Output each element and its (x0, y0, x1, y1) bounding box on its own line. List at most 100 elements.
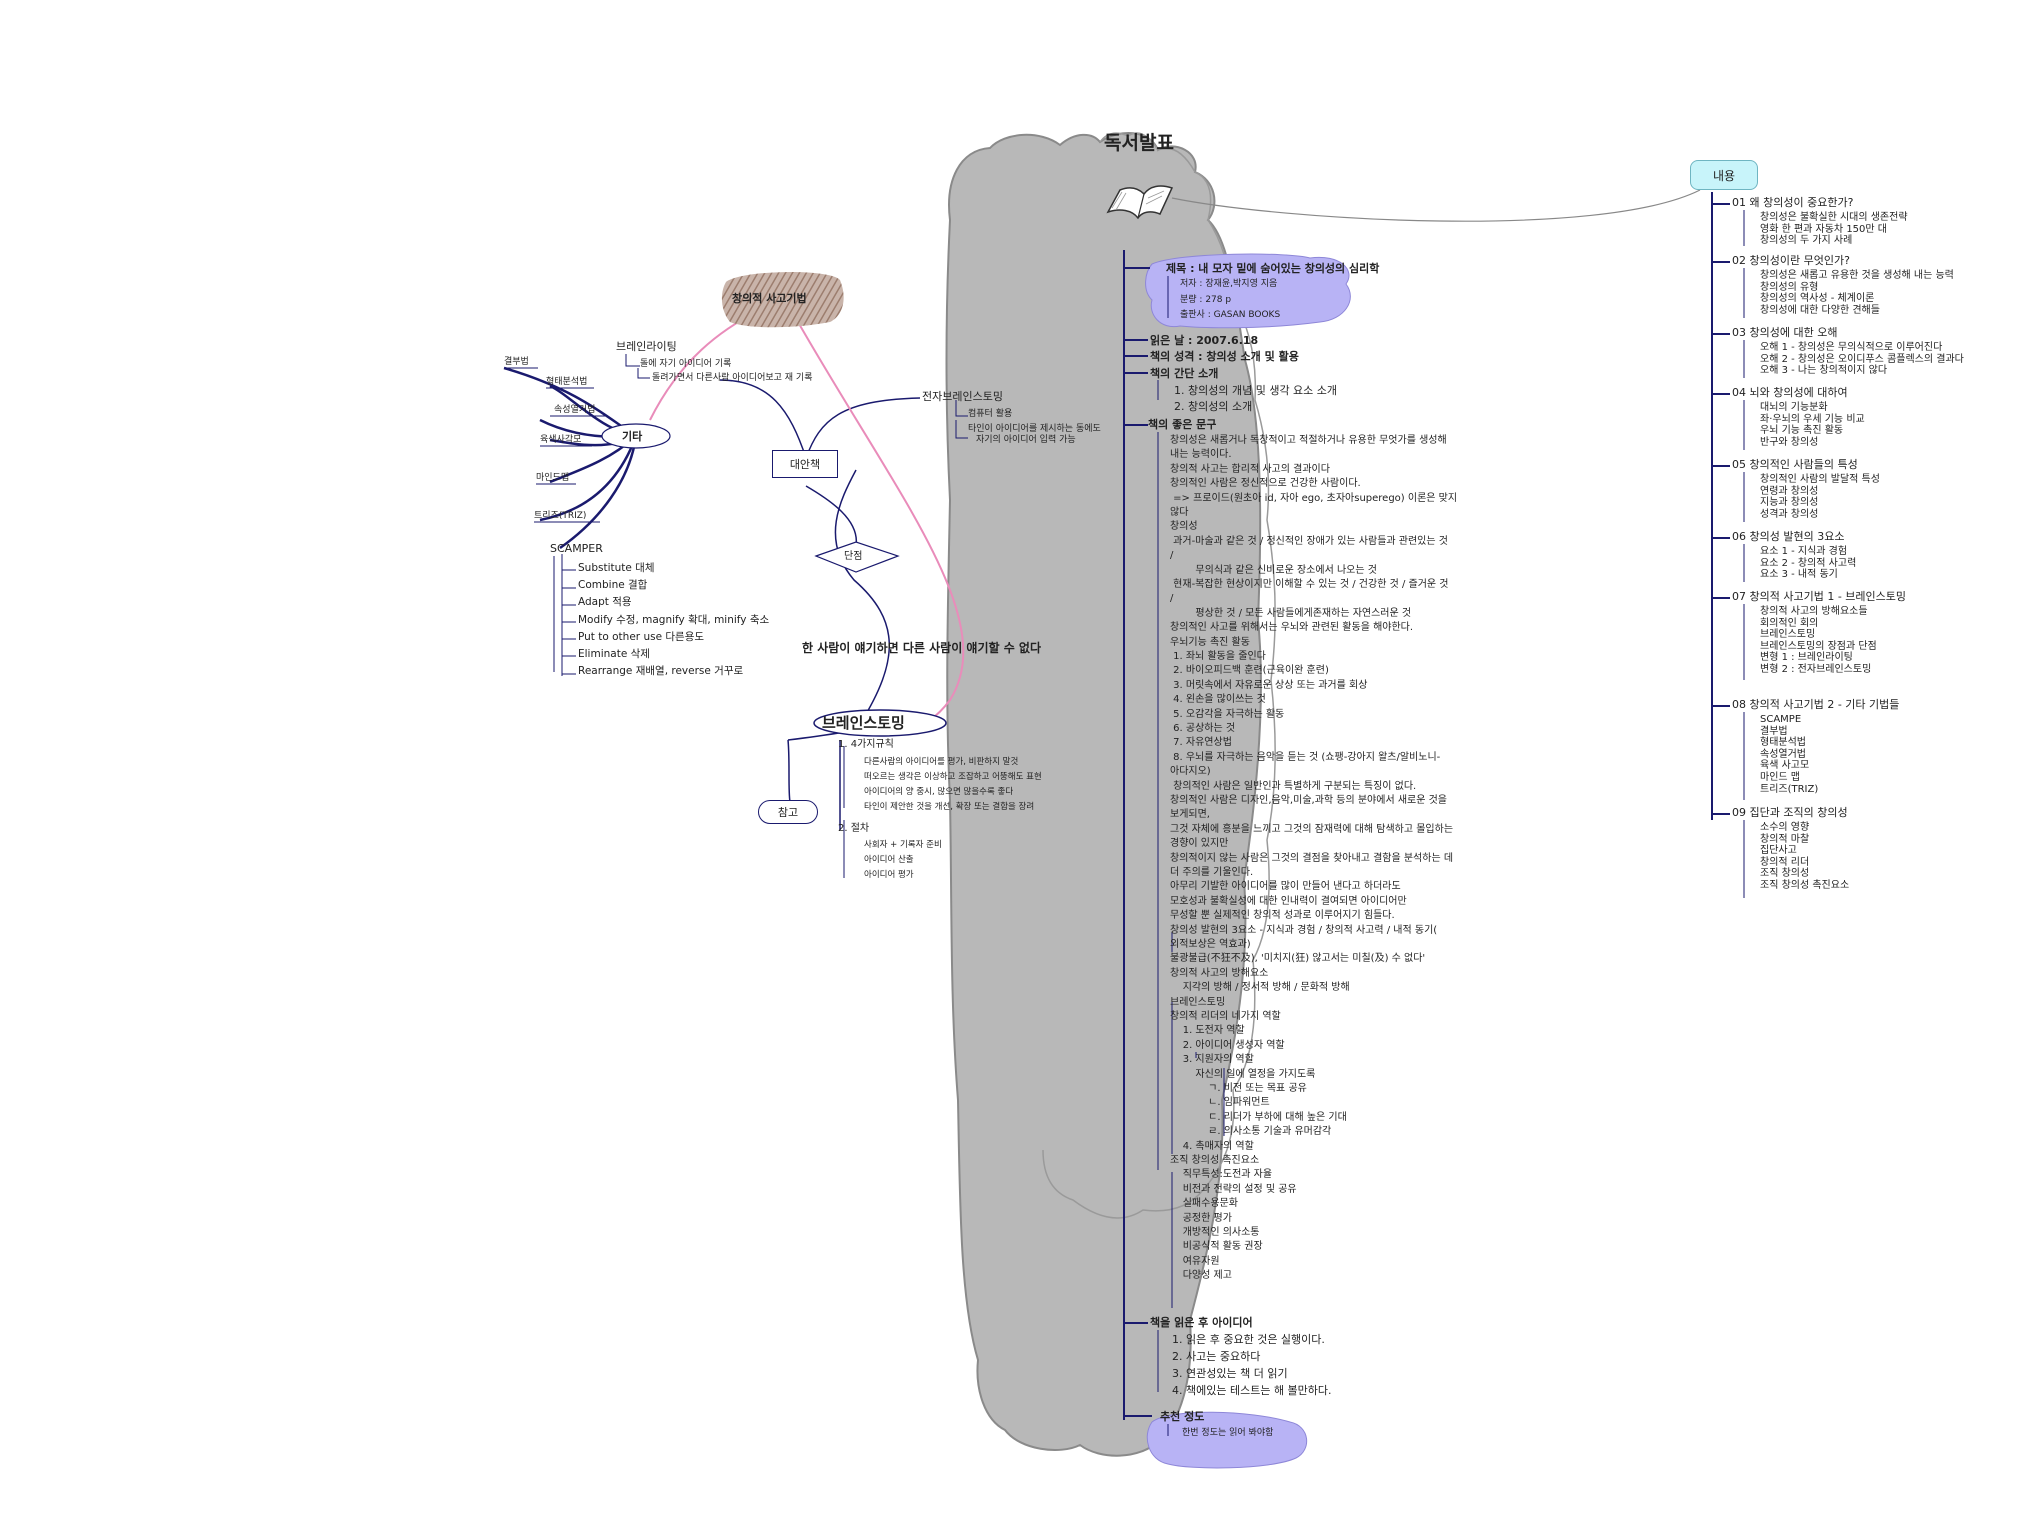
content-node[interactable]: 내용 (1690, 160, 1758, 190)
brainwriting-title: 브레인라이팅 (616, 340, 677, 353)
quotes-title: 책의 좋은 문구 (1148, 418, 1217, 431)
quote-line: 8. 우뇌를 자극하는 음악을 듣는 것 (쇼팽-강아지 왈츠/알비노니- (1170, 751, 1441, 763)
recommend-title: 추천 정도 (1160, 1410, 1205, 1423)
quote-line: 4. 촉매자의 역할 (1170, 1140, 1254, 1152)
outline-item: 영화 한 편과 자동차 150만 대 (1760, 223, 1887, 235)
etc-item: 결부법 (504, 357, 529, 367)
outline-item: 연령과 창의성 (1760, 485, 1819, 497)
outline-item: 요소 3 - 내적 동기 (1760, 569, 1838, 581)
etc-item: 형태분석법 (546, 377, 588, 387)
weakness-node[interactable]: 단점 (844, 551, 863, 562)
title-blob (1145, 253, 1351, 329)
intro-item: 2. 창의성의 소개 (1174, 400, 1253, 413)
idea-item: 1. 읽은 후 중요한 것은 실행이다. (1172, 1333, 1325, 1346)
quote-line: 창의적 사고의 방해요소 (1170, 967, 1269, 979)
outline-section-title: 08 창의적 사고기법 2 - 기타 기법들 (1732, 698, 1900, 711)
step-item: 아이디어 평가 (864, 870, 914, 880)
quote-line: 비전과 전략의 설정 및 공유 (1170, 1183, 1297, 1195)
quote-line: 3. 지원자의 역할 (1170, 1054, 1254, 1066)
quote-line: 여유자원 (1170, 1255, 1220, 1267)
outline-section-title: 09 집단과 조직의 창의성 (1732, 806, 1848, 819)
outline-item: 창의성은 불확실한 시대의 생존전략 (1760, 212, 1908, 223)
outline-item: 오해 1 - 창의성은 무의식적으로 이루어진다 (1760, 342, 1943, 353)
outline-item: 소수의 영향 (1760, 822, 1810, 833)
quote-line: 창의적인 사람은 디자인,음악,미술,과학 등의 분야에서 새로운 것을 (1170, 795, 1448, 806)
brainstorming-node[interactable]: 브레인스토밍 (822, 714, 905, 732)
outline-item: 창의적인 사람의 발달적 특성 (1760, 474, 1880, 485)
quote-line: 직무특성:도전과 자율 (1170, 1169, 1273, 1181)
outline-item: 트리즈(TRIZ) (1760, 783, 1819, 795)
electronic-item: 자기의 아이디어 입력 가능 (976, 435, 1076, 445)
quote-line: ㄱ. 비전 또는 목표 공유 (1170, 1083, 1307, 1094)
page-title: 독서발표 (1104, 132, 1174, 154)
creative-thinking-node[interactable]: 창의적 사고기법 (732, 292, 807, 305)
quote-line: 창의성 (1170, 521, 1198, 533)
electronic-item: 컴퓨터 활용 (968, 409, 1013, 419)
electronic-title: 전자브레인스토밍 (922, 390, 1003, 403)
quote-line: 7. 자유연상법 (1170, 737, 1232, 749)
step-item: 사회자 + 기록자 준비 (864, 840, 942, 850)
quote-line: 모호성과 불확실성에 대한 인내력이 결여되면 아이디어만 (1170, 895, 1407, 907)
quote-line: 창의성은 새롭거나 독창적이고 적절하거나 유용한 무엇가를 생성해 (1170, 435, 1447, 446)
rule-item: 다른사람의 아이디어를 평가, 비판하지 말것 (864, 757, 1019, 767)
book-icon (1106, 185, 1174, 220)
outline-item: 오해 2 - 창의성은 오이디푸스 콤플렉스의 결과다 (1760, 353, 1964, 365)
quote-line: 않다 (1170, 507, 1189, 518)
reference-node[interactable]: 참고 (758, 800, 818, 824)
quote-line: / (1170, 550, 1174, 562)
quote-line: 자신의 일에 열정을 가지도록 (1170, 1068, 1316, 1080)
steps-title: 2. 절차 (838, 823, 870, 834)
quote-line: ㄹ. 의사소통 기술과 유머감각 (1170, 1126, 1332, 1138)
outline-section-title: 07 창의적 사고기법 1 - 브레인스토밍 (1732, 590, 1907, 603)
read-date: 읽은 날 : 2007.6.18 (1150, 334, 1259, 347)
step-item: 아이디어 산출 (864, 855, 914, 865)
quote-line: 과거-마술과 같은 것 / 정신적인 장애가 있는 사람들과 관련있는 것 (1170, 535, 1448, 547)
quote-line: 4. 왼손을 많이쓰는 것 (1170, 694, 1266, 706)
rules-title: 1. 4가지규칙 (838, 739, 894, 750)
outline-section-title: 01 왜 창의성이 중요한가? (1732, 196, 1854, 209)
quote-line: 더 주의를 기울인다. (1170, 867, 1254, 878)
quote-line: 무성할 뿐 실제적인 창의적 성과로 이루어지기 힘들다. (1170, 910, 1395, 922)
quote-line: 그것 자체에 흥분을 느끼고 그것의 잠재력에 대해 탐색하고 몰입하는 (1170, 823, 1454, 835)
quote-line: 창의적 리더의 네가지 역할 (1170, 1011, 1281, 1022)
quote-line: 창의적이지 않는 사람은 그것의 결점을 찾아내고 결함을 분석하는 데 (1170, 852, 1454, 864)
outline-item: 육색 사고모 (1760, 760, 1810, 772)
quote-line: 개방적인 의사소통 (1170, 1227, 1260, 1238)
outline-section-title: 04 뇌와 창의성에 대하여 (1732, 386, 1848, 399)
quote-line: ㄴ. 임파워먼트 (1170, 1097, 1270, 1109)
quote-line: 불광불급(不狂不及), '미치지(狂) 않고서는 미칠(及) 수 없다' (1170, 953, 1426, 965)
recommend-value: 한번 정도는 읽어 봐야함 (1182, 1428, 1274, 1438)
quote-line: 현재-복잡한 현상이지만 이해할 수 있는 것 / 건강한 것 / 즐거운 것 (1170, 579, 1449, 590)
quote-line: ㄷ. 리더가 부하에 대해 높은 기대 (1170, 1111, 1347, 1123)
scamper-item: Substitute 대체 (578, 562, 655, 574)
electronic-item: 타인이 아이디어를 제시하는 동에도 (968, 424, 1101, 434)
quote-line: 외적보상은 역효과) (1170, 939, 1251, 950)
rule-item: 타인이 제안한 것을 개선, 확장 또는 결합을 장려 (864, 802, 1035, 812)
outline-item: 창의적 사고의 방해요소들 (1760, 606, 1868, 617)
etc-node[interactable]: 기타 (622, 430, 643, 443)
rule-item: 아이디어의 양 중시, 많으면 많을수록 좋다 (864, 787, 1014, 797)
brainwriting-item: 돌려가면서 다른사람 아이디어보고 재 기록 (652, 373, 813, 383)
book-pages: 분량 : 278 p (1180, 295, 1232, 305)
book-nature: 책의 성격 : 창의성 소개 및 활용 (1150, 350, 1299, 363)
quote-line: 우뇌기능 촉진 활동 (1170, 636, 1250, 648)
quote-line: 조직 창의성 촉진요소 (1170, 1155, 1260, 1166)
etc-item: 육색사각모 (540, 435, 582, 445)
quote-line: 창의적인 사람은 정신적으로 건강한 사람이다. (1170, 478, 1361, 490)
creative-thinking-node-shape (721, 271, 844, 328)
outline-item: 브레인스토밍의 장점과 단점 (1760, 640, 1877, 652)
quote-text: 한 사람이 얘기하면 다른 사람이 얘기할 수 없다 (802, 641, 1042, 655)
outline-item: 변형 1 : 브레인라이팅 (1760, 652, 1853, 664)
quote-line: 5. 오감각을 자극하는 활동 (1170, 708, 1285, 720)
quote-line: 내는 능력이다. (1170, 449, 1232, 461)
countermeasure-node[interactable]: 대안책 (772, 450, 838, 478)
quote-line: 2. 아이디어 생성자 역할 (1170, 1039, 1285, 1051)
scamper-item: Adapt 적용 (578, 596, 632, 609)
scamper-item: Modify 수정, magnify 확대, minify 축소 (578, 613, 770, 626)
outline-item: SCAMPE (1760, 714, 1802, 725)
rule-item: 떠오르는 생각은 이상하고 조잡하고 어뚱해도 표현 (864, 772, 1042, 782)
quote-line: 비공식적 활동 권장 (1170, 1241, 1263, 1253)
outline-item: 조직 창의성 (1760, 868, 1810, 880)
outline-section-title: 02 창의성이란 무엇인가? (1732, 254, 1850, 267)
